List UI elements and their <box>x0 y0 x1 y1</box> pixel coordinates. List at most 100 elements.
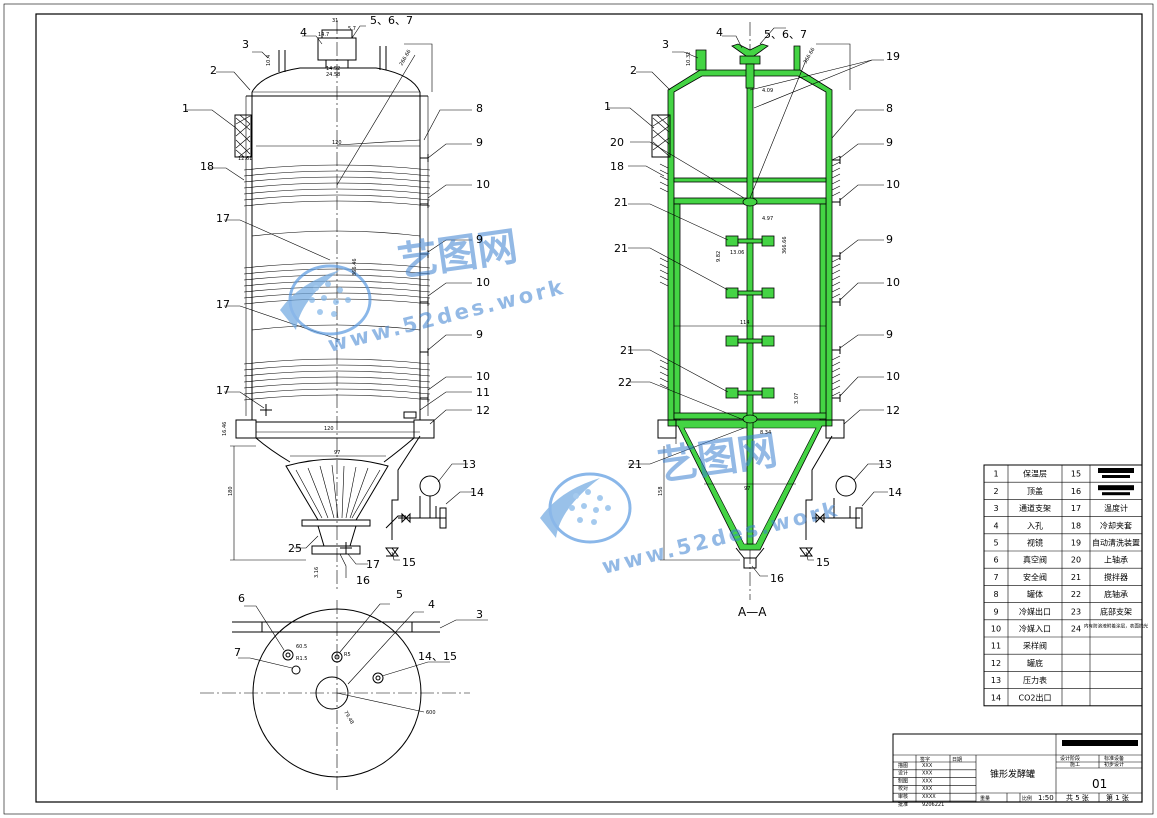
dim-nozzle-d: 24.58 <box>326 72 340 78</box>
sheet-number: 第 1 张 <box>1106 793 1129 802</box>
part-name: 视镜 <box>1027 537 1043 547</box>
part-number: 7 <box>993 573 998 582</box>
part-name: 内有防溶液附着涂层，表面抛光 <box>1084 623 1149 630</box>
part-number: 10 <box>991 624 1001 633</box>
unit-label: 重量 <box>980 795 990 802</box>
part-number: 20 <box>1071 556 1081 565</box>
dim-cone-h-r: 158 <box>658 486 664 496</box>
dim-nozzle-a: 14.7 <box>318 32 329 38</box>
dim-slant-a: 266.66 <box>399 49 413 67</box>
role-name: XXXX <box>922 794 936 800</box>
dim-stir-b: 13.06 <box>730 250 744 256</box>
callout-number: 3 <box>476 608 483 621</box>
date-header: 日期 <box>952 757 962 763</box>
part-symbol-bar <box>1102 475 1130 478</box>
callout-number: 5、6、7 <box>764 28 807 41</box>
callout-number: 10 <box>886 178 900 191</box>
dim-depth-r: 3.07 <box>794 393 800 404</box>
part-number: 3 <box>993 504 998 513</box>
dim-bottom-a: 3.16 <box>314 567 320 578</box>
part-number: 13 <box>991 676 1001 685</box>
callout-number: 15 <box>816 556 830 569</box>
callout-number: 13 <box>878 458 892 471</box>
part-name: 冷媒入口 <box>1019 623 1051 633</box>
dim-cone-base: 120 <box>324 426 334 432</box>
watermark-brand-1: 艺图网 <box>395 224 520 286</box>
dim-inner-w: 114 <box>740 320 750 326</box>
part-name: 真空阀 <box>1023 555 1047 565</box>
section-label: A—A <box>738 605 767 619</box>
callout-number: 2 <box>210 64 217 77</box>
dim-insul: 12.61 <box>238 156 252 162</box>
part-number: 16 <box>1071 487 1081 496</box>
part-number: 24 <box>1071 624 1081 633</box>
callout-number: 3 <box>662 38 669 51</box>
callout-number: 5、6、7 <box>370 14 413 27</box>
part-number: 2 <box>993 487 998 496</box>
callout-number: 13 <box>462 458 476 471</box>
part-name: 搅拌器 <box>1104 572 1128 582</box>
part-name: 罐体 <box>1027 589 1043 599</box>
dim-plan-a: 60.5 <box>296 644 307 650</box>
callout-number: 12 <box>886 404 900 417</box>
dim-dist-a: 4.09 <box>762 88 773 94</box>
callout-number: 8 <box>476 102 483 115</box>
callout-number: 1 <box>182 102 189 115</box>
part-number: 12 <box>991 659 1001 668</box>
callout-number: 3 <box>242 38 249 51</box>
role-name: XXX <box>922 771 933 777</box>
part-name: 底轴承 <box>1104 589 1128 599</box>
watermark-url-1: www.52des.work <box>325 275 568 357</box>
part-name: 入孔 <box>1027 521 1043 530</box>
part-symbol-bar <box>1098 485 1134 491</box>
drawing-title: 锥形发酵罐 <box>990 768 1035 780</box>
callout-number: 15 <box>402 556 416 569</box>
part-name: 罐底 <box>1027 658 1043 668</box>
role-label: 设计 <box>898 770 908 777</box>
part-name: 安全阀 <box>1023 572 1047 582</box>
callout-number: 19 <box>886 50 900 63</box>
role-name: XXX <box>922 763 933 769</box>
callout-number: 9 <box>886 328 893 341</box>
dim-bearing-b: 8.34 <box>760 430 771 436</box>
dim-plan-b: R1.5 <box>296 656 307 662</box>
callout-number: 21 <box>628 458 642 471</box>
callout-number: 21 <box>614 242 628 255</box>
title-block <box>892 733 1143 803</box>
role-label: 批准 <box>898 801 908 808</box>
part-number: 22 <box>1071 590 1081 599</box>
callout-number: 6 <box>238 592 245 605</box>
part-number: 5 <box>993 538 998 547</box>
role-name: XXX <box>922 778 933 784</box>
part-number: 6 <box>993 556 998 565</box>
role-label: 描图 <box>898 762 908 769</box>
role-name: 9206221 <box>922 802 944 808</box>
sheet-total: 共 5 张 <box>1066 793 1089 802</box>
right-section <box>608 22 888 600</box>
part-number: 11 <box>991 642 1001 651</box>
part-symbol-bar <box>1098 468 1134 473</box>
callout-number: 5 <box>396 588 403 601</box>
role-label: 制图 <box>898 777 908 784</box>
left-elevation <box>186 20 474 590</box>
drawing-number: 01 <box>1092 777 1107 791</box>
dim-stir-a: 9.82 <box>716 251 722 262</box>
scale-value: 1:50 <box>1038 794 1054 802</box>
dim-diameter: 120 <box>332 140 342 146</box>
callout-number: 4 <box>300 26 307 39</box>
callout-number: 4 <box>428 598 435 611</box>
callout-number: 9 <box>886 136 893 149</box>
callout-number: 21 <box>620 344 634 357</box>
dim-plan-r: 600 <box>426 710 436 716</box>
callout-number: 17 <box>216 212 230 225</box>
callout-number: 4 <box>716 26 723 39</box>
dim-plan-c: R5 <box>344 652 351 658</box>
stage-design: 初步设计 <box>1104 761 1124 768</box>
callout-number: 9 <box>476 233 483 246</box>
callout-number: 17 <box>216 298 230 311</box>
callout-number: 14 <box>470 486 484 499</box>
dim-right-top: 10.32 <box>686 52 692 66</box>
